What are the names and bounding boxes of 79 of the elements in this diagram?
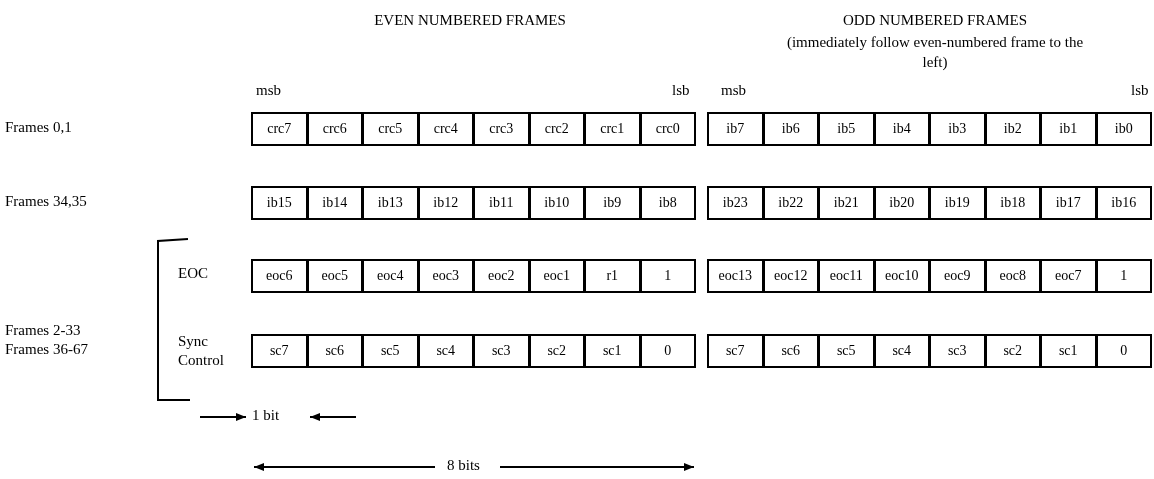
bit-field-cell: eoc8 xyxy=(984,259,1041,293)
bit-field-cell: r1 xyxy=(584,259,641,293)
bit-field-cell: eoc1 xyxy=(528,259,585,293)
bit-field-cell: crc4 xyxy=(417,112,474,146)
bit-field-cell: 1 xyxy=(639,259,696,293)
bit-field-cell: ib4 xyxy=(873,112,930,146)
bit-field-cell: sc5 xyxy=(362,334,419,368)
bit-field-cell: sc6 xyxy=(306,334,363,368)
bit-field-cell: crc1 xyxy=(584,112,641,146)
bit-field-cell: sc3 xyxy=(929,334,986,368)
column-note: (immediately follow even-numbered frame to the left) xyxy=(785,33,1085,72)
bit-field-cell: ib15 xyxy=(251,186,308,220)
bit-field-cell: sc5 xyxy=(818,334,875,368)
bit-field-cell: ib1 xyxy=(1040,112,1097,146)
row-label: EOC xyxy=(178,265,208,282)
bit-field-cell: eoc2 xyxy=(473,259,530,293)
bit-field-cell: ib6 xyxy=(762,112,819,146)
bit-field-cell: crc0 xyxy=(639,112,696,146)
bit-field-cell: ib0 xyxy=(1095,112,1152,146)
bit-field-cell: sc3 xyxy=(473,334,530,368)
bit-field-cell: crc5 xyxy=(362,112,419,146)
row-group-label: Frames 36-67 xyxy=(5,341,88,358)
bit-field-cell: eoc13 xyxy=(707,259,764,293)
bit-field-cell: ib18 xyxy=(984,186,1041,220)
bit-field-cell: ib22 xyxy=(762,186,819,220)
bit-field-cell: sc7 xyxy=(251,334,308,368)
column-heading: ODD NUMBERED FRAMES xyxy=(841,12,1029,29)
bit-field-cell: ib21 xyxy=(818,186,875,220)
bit-field-cell: sc7 xyxy=(707,334,764,368)
bit-field-cell: eoc6 xyxy=(251,259,308,293)
bit-field-cell: eoc4 xyxy=(362,259,419,293)
bit-field-cell: 1 xyxy=(1095,259,1152,293)
bit-field-cell: ib7 xyxy=(707,112,764,146)
bit-field-cell: ib23 xyxy=(707,186,764,220)
bit-field-cell: ib11 xyxy=(473,186,530,220)
bit-field-cell: sc4 xyxy=(417,334,474,368)
bit-field-cell: eoc12 xyxy=(762,259,819,293)
bit-order-label: lsb xyxy=(1131,82,1149,99)
bit-order-label: msb xyxy=(256,82,281,99)
bit-field-cell: sc1 xyxy=(584,334,641,368)
bit-order-label: msb xyxy=(721,82,746,99)
bit-field-cell: sc4 xyxy=(873,334,930,368)
row-label: Sync Control xyxy=(178,332,225,370)
bit-field-cell: crc3 xyxy=(473,112,530,146)
bit-field-cell: ib2 xyxy=(984,112,1041,146)
row-label: Frames 0,1 xyxy=(5,119,72,136)
bit-field-cell: eoc11 xyxy=(818,259,875,293)
bit-field-cell: ib20 xyxy=(873,186,930,220)
bit-field-cell: eoc3 xyxy=(417,259,474,293)
bit-field-cell: ib3 xyxy=(929,112,986,146)
bit-order-label: lsb xyxy=(672,82,690,99)
bit-field-cell: crc6 xyxy=(306,112,363,146)
bit-field-cell: ib10 xyxy=(528,186,585,220)
bit-field-cell: ib17 xyxy=(1040,186,1097,220)
row-label: Frames 34,35 xyxy=(5,193,87,210)
bit-field-cell: ib16 xyxy=(1095,186,1152,220)
bit-field-cell: eoc10 xyxy=(873,259,930,293)
bit-field-cell: ib9 xyxy=(584,186,641,220)
bit-field-cell: eoc9 xyxy=(929,259,986,293)
bit-field-cell: crc7 xyxy=(251,112,308,146)
bit-field-cell: ib5 xyxy=(818,112,875,146)
bit-field-cell: ib14 xyxy=(306,186,363,220)
bit-field-cell: crc2 xyxy=(528,112,585,146)
dimension-label: 8 bits xyxy=(447,457,480,474)
bit-field-cell: 0 xyxy=(639,334,696,368)
row-group-label: Frames 2-33 xyxy=(5,322,81,339)
bit-field-cell: sc2 xyxy=(528,334,585,368)
bit-field-cell: sc1 xyxy=(1040,334,1097,368)
bit-field-cell: sc2 xyxy=(984,334,1041,368)
bit-field-cell: eoc7 xyxy=(1040,259,1097,293)
bit-field-cell: sc6 xyxy=(762,334,819,368)
bit-field-cell: ib8 xyxy=(639,186,696,220)
dimension-label: 1 bit xyxy=(252,407,280,424)
bit-field-cell: ib12 xyxy=(417,186,474,220)
bit-field-cell: ib13 xyxy=(362,186,419,220)
bit-field-cell: ib19 xyxy=(929,186,986,220)
bit-field-cell: 0 xyxy=(1095,334,1152,368)
bit-field-cell: eoc5 xyxy=(306,259,363,293)
column-heading: EVEN NUMBERED FRAMES xyxy=(373,12,567,29)
